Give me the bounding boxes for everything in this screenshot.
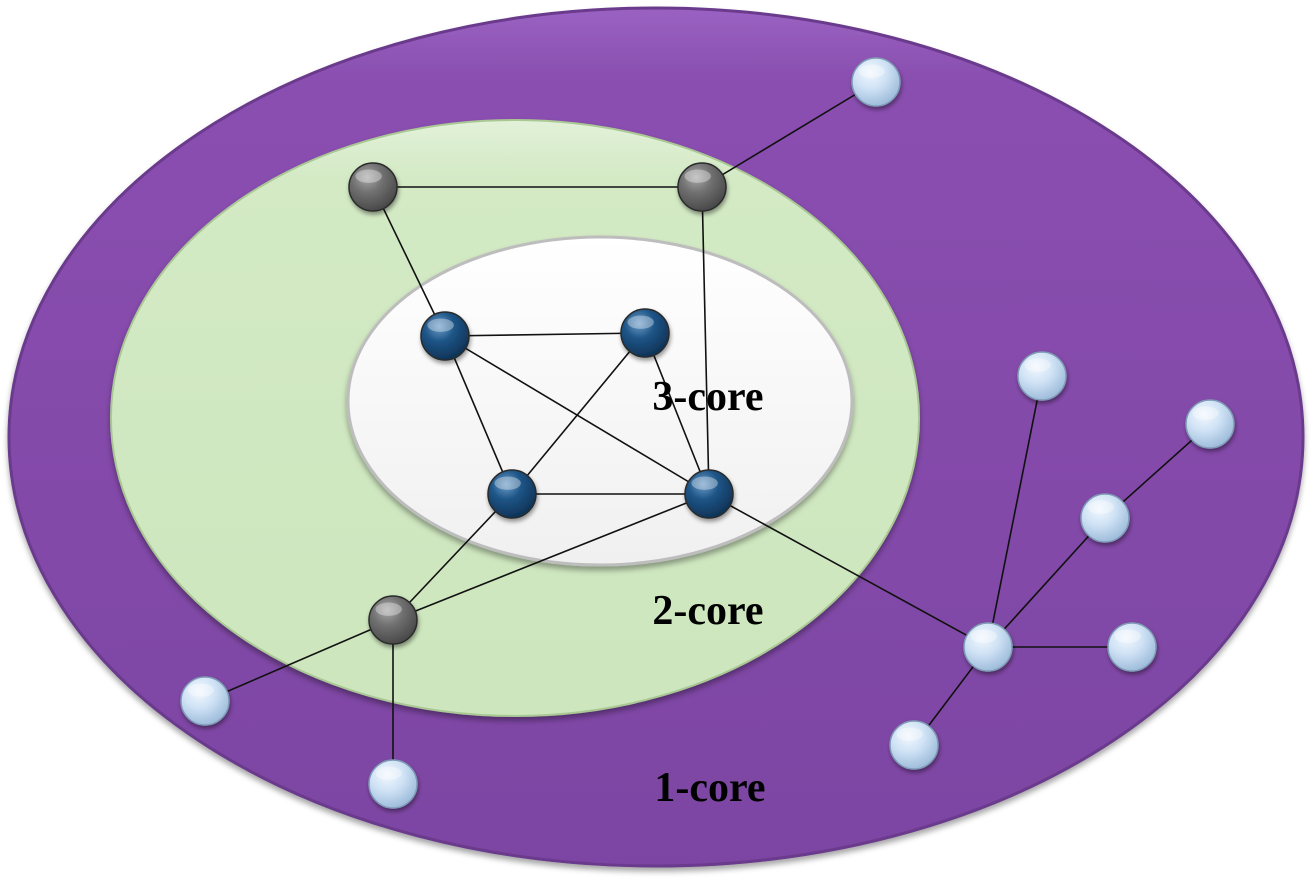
node-core1-h <box>851 57 901 107</box>
node-circle <box>180 676 230 726</box>
node-circle <box>1080 493 1130 543</box>
node-core1-l <box>1017 351 1067 401</box>
node-circle <box>420 311 470 361</box>
edge-d-k <box>708 493 989 648</box>
node-core3-d <box>684 469 734 519</box>
node-highlight <box>691 476 718 490</box>
node-circle <box>851 57 901 107</box>
node-core3-b <box>620 308 670 358</box>
node-highlight <box>427 318 454 332</box>
node-core2-e <box>348 162 398 212</box>
node-core1-n <box>1185 399 1235 449</box>
node-circle <box>1017 351 1067 401</box>
node-highlight <box>896 727 923 741</box>
node-highlight <box>494 476 521 490</box>
node-circle <box>487 469 537 519</box>
2-core-label: 2-core <box>652 588 763 634</box>
node-highlight <box>970 629 997 643</box>
node-circle <box>1107 622 1157 672</box>
edge-a-c <box>444 335 513 495</box>
edge-f-d <box>701 186 710 495</box>
node-core1-j <box>368 759 418 809</box>
1-core-label: 1-core <box>654 765 765 811</box>
node-core1-p <box>889 720 939 770</box>
edge-b-c <box>511 332 646 495</box>
edge-a-b <box>444 332 646 337</box>
node-circle <box>677 162 727 212</box>
edge-g-i <box>204 619 394 702</box>
node-highlight <box>1087 500 1114 514</box>
3-core-label: 3-core <box>652 374 763 420</box>
node-highlight <box>187 683 214 697</box>
node-circle <box>368 759 418 809</box>
edge-f-h <box>701 81 877 188</box>
node-highlight <box>375 766 402 780</box>
node-highlight <box>858 64 885 78</box>
node-core3-a <box>420 311 470 361</box>
node-core2-g <box>368 595 418 645</box>
node-highlight <box>1024 358 1051 372</box>
node-circle <box>1185 399 1235 449</box>
edges <box>204 81 1211 784</box>
node-circle <box>620 308 670 358</box>
node-circle <box>889 720 939 770</box>
node-highlight <box>1114 629 1141 643</box>
edge-b-d <box>644 332 710 495</box>
nodes <box>180 57 1235 809</box>
edge-k-l <box>987 375 1043 648</box>
node-highlight <box>1192 406 1219 420</box>
edge-g-d <box>392 493 710 621</box>
3-core-region <box>346 235 854 567</box>
node-core3-c <box>487 469 537 519</box>
node-highlight <box>375 602 402 616</box>
node-core1-o <box>1107 622 1157 672</box>
node-core1-i <box>180 676 230 726</box>
node-highlight <box>684 169 711 183</box>
node-highlight <box>355 169 382 183</box>
edge-g-c <box>392 493 513 621</box>
node-core1-k <box>963 622 1013 672</box>
node-core2-f <box>677 162 727 212</box>
edge-k-m <box>987 517 1106 648</box>
node-circle <box>684 469 734 519</box>
node-circle <box>348 162 398 212</box>
node-highlight <box>627 315 654 329</box>
node-circle <box>963 622 1013 672</box>
node-core1-m <box>1080 493 1130 543</box>
edge-e-a <box>372 186 446 337</box>
node-circle <box>368 595 418 645</box>
